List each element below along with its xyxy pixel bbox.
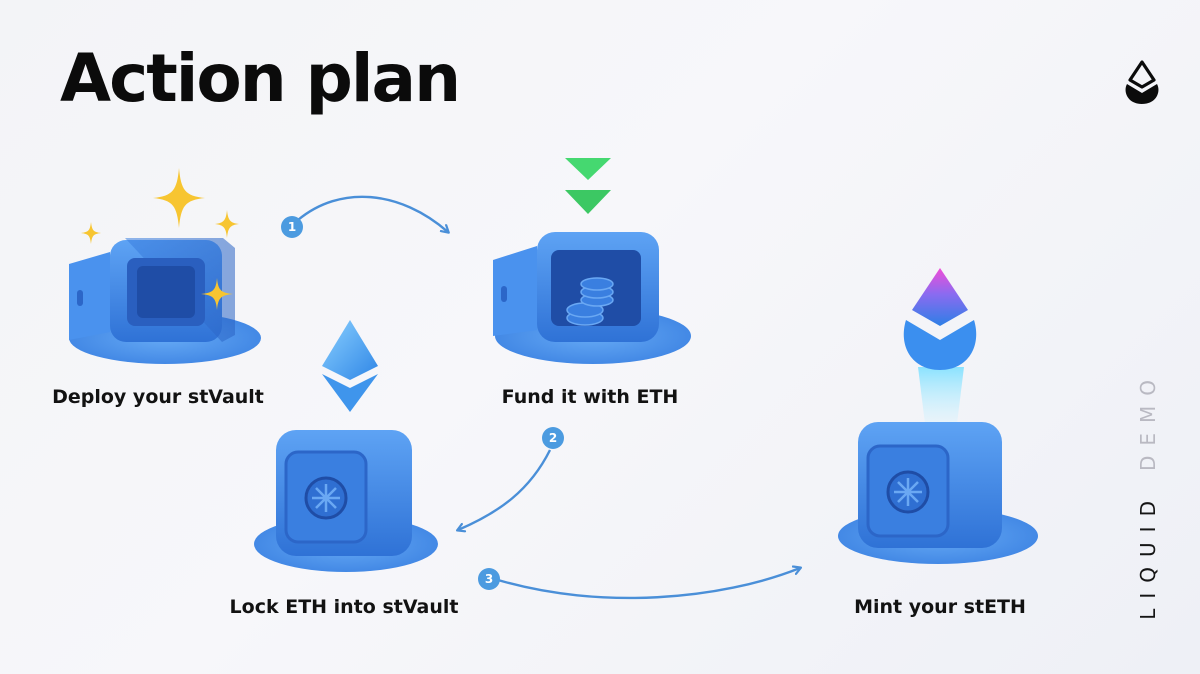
page-title: Action plan: [60, 40, 461, 117]
brand-secondary: DEMO: [1136, 370, 1160, 472]
step-4-label: Mint your stETH: [854, 596, 1026, 618]
arrow-step-3: [497, 568, 800, 600]
step-badge-3: 3: [478, 568, 500, 590]
step-1-label: Deploy your stVault: [52, 386, 264, 408]
step-2-label: Fund it with ETH: [501, 386, 679, 408]
brand-primary: LIQUID: [1136, 491, 1160, 620]
brand-vertical: DEMO LIQUID: [1128, 370, 1168, 640]
step-badge-3-label: 3: [484, 572, 494, 586]
arrow-step-2: [458, 449, 552, 530]
step-badge-1-label: 1: [287, 220, 297, 234]
step-3-label: Lock ETH into stVault: [229, 596, 459, 618]
steth-drop-icon: [903, 268, 977, 370]
step-badge-1: 1: [281, 216, 303, 238]
green-chevron-icon: [565, 158, 611, 214]
step-badge-2-label: 2: [548, 431, 558, 445]
locked-vault-illustration: [254, 320, 438, 572]
eth-diamond-icon: [322, 320, 378, 412]
lido-drop-icon: [1125, 60, 1159, 104]
step-badge-2: 2: [542, 427, 564, 449]
mint-vault-illustration: [838, 268, 1038, 564]
funded-vault-illustration: [493, 158, 691, 364]
sparkle-icon: [81, 168, 239, 310]
open-vault-illustration: [69, 168, 261, 364]
arrow-step-1: [297, 195, 448, 232]
